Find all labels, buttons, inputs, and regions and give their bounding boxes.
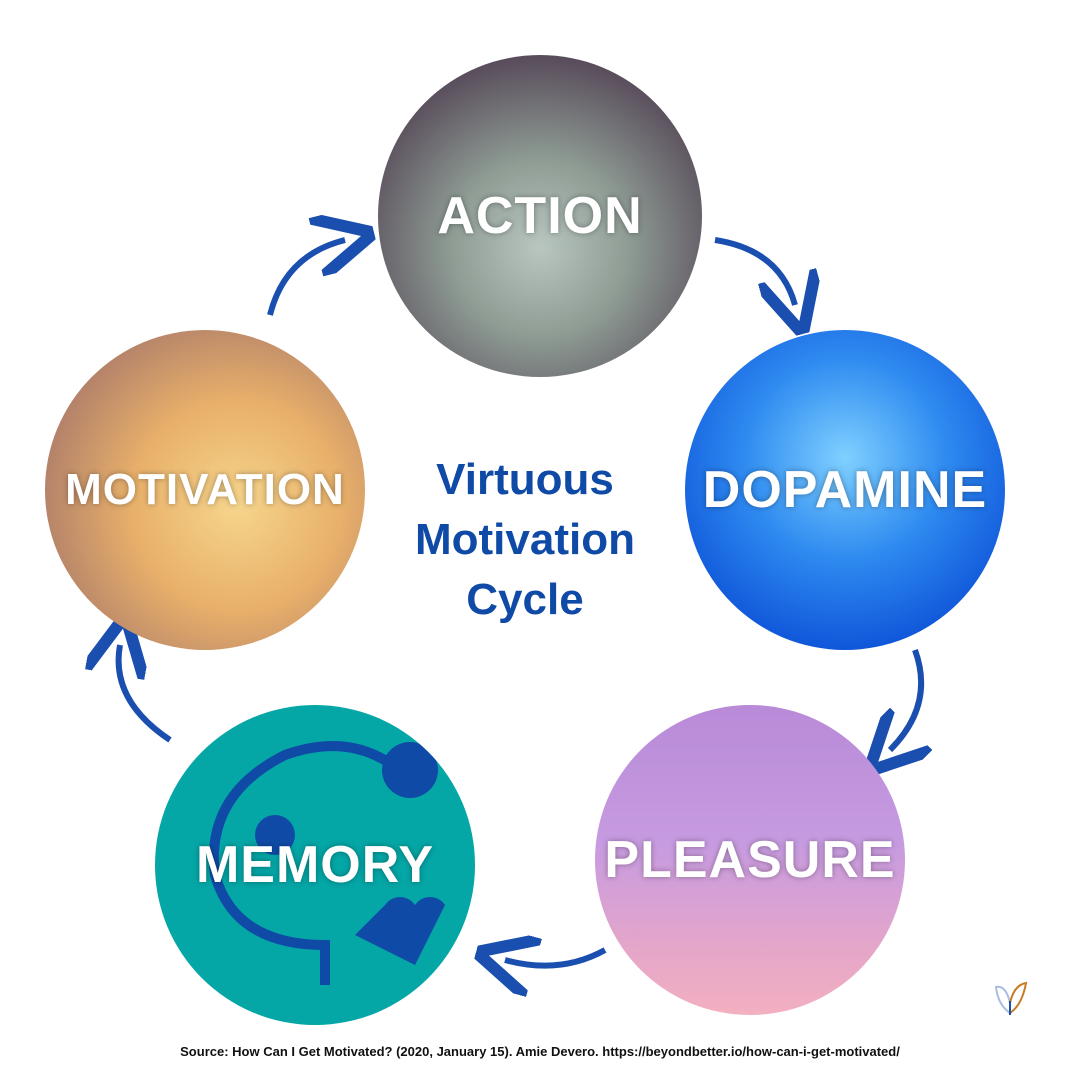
arrow-pleasure-to-memory bbox=[505, 950, 607, 966]
stage-label: MEMORY bbox=[195, 836, 435, 894]
stage-label: DOPAMINE bbox=[702, 461, 988, 519]
stage-motivation: MOTIVATION bbox=[45, 330, 365, 650]
stage-action: ACTION bbox=[378, 55, 702, 377]
title-line: Virtuous bbox=[436, 455, 614, 504]
butterfly-icon bbox=[994, 981, 1028, 1015]
arrow-motivation-to-action bbox=[267, 240, 345, 316]
arrow-dopamine-to-pleasure bbox=[890, 648, 921, 750]
stage-memory: MEMORY bbox=[155, 705, 475, 1025]
stage-label: MOTIVATION bbox=[65, 465, 345, 514]
title-line: Cycle bbox=[466, 575, 584, 624]
arrow-action-to-dopamine bbox=[714, 237, 795, 305]
arrow-memory-to-motivation bbox=[119, 645, 172, 743]
stage-pleasure: PLEASURE bbox=[595, 705, 905, 1015]
title-line: Motivation bbox=[415, 515, 635, 564]
source-citation: Source: How Can I Get Motivated? (2020, … bbox=[180, 1044, 900, 1059]
stage-label: ACTION bbox=[437, 187, 643, 245]
head-icon bbox=[208, 741, 445, 985]
stage-label: PLEASURE bbox=[604, 831, 896, 889]
diagram-title: Virtuous Motivation Cycle bbox=[370, 450, 680, 630]
stage-dopamine: DOPAMINE bbox=[685, 330, 1005, 650]
